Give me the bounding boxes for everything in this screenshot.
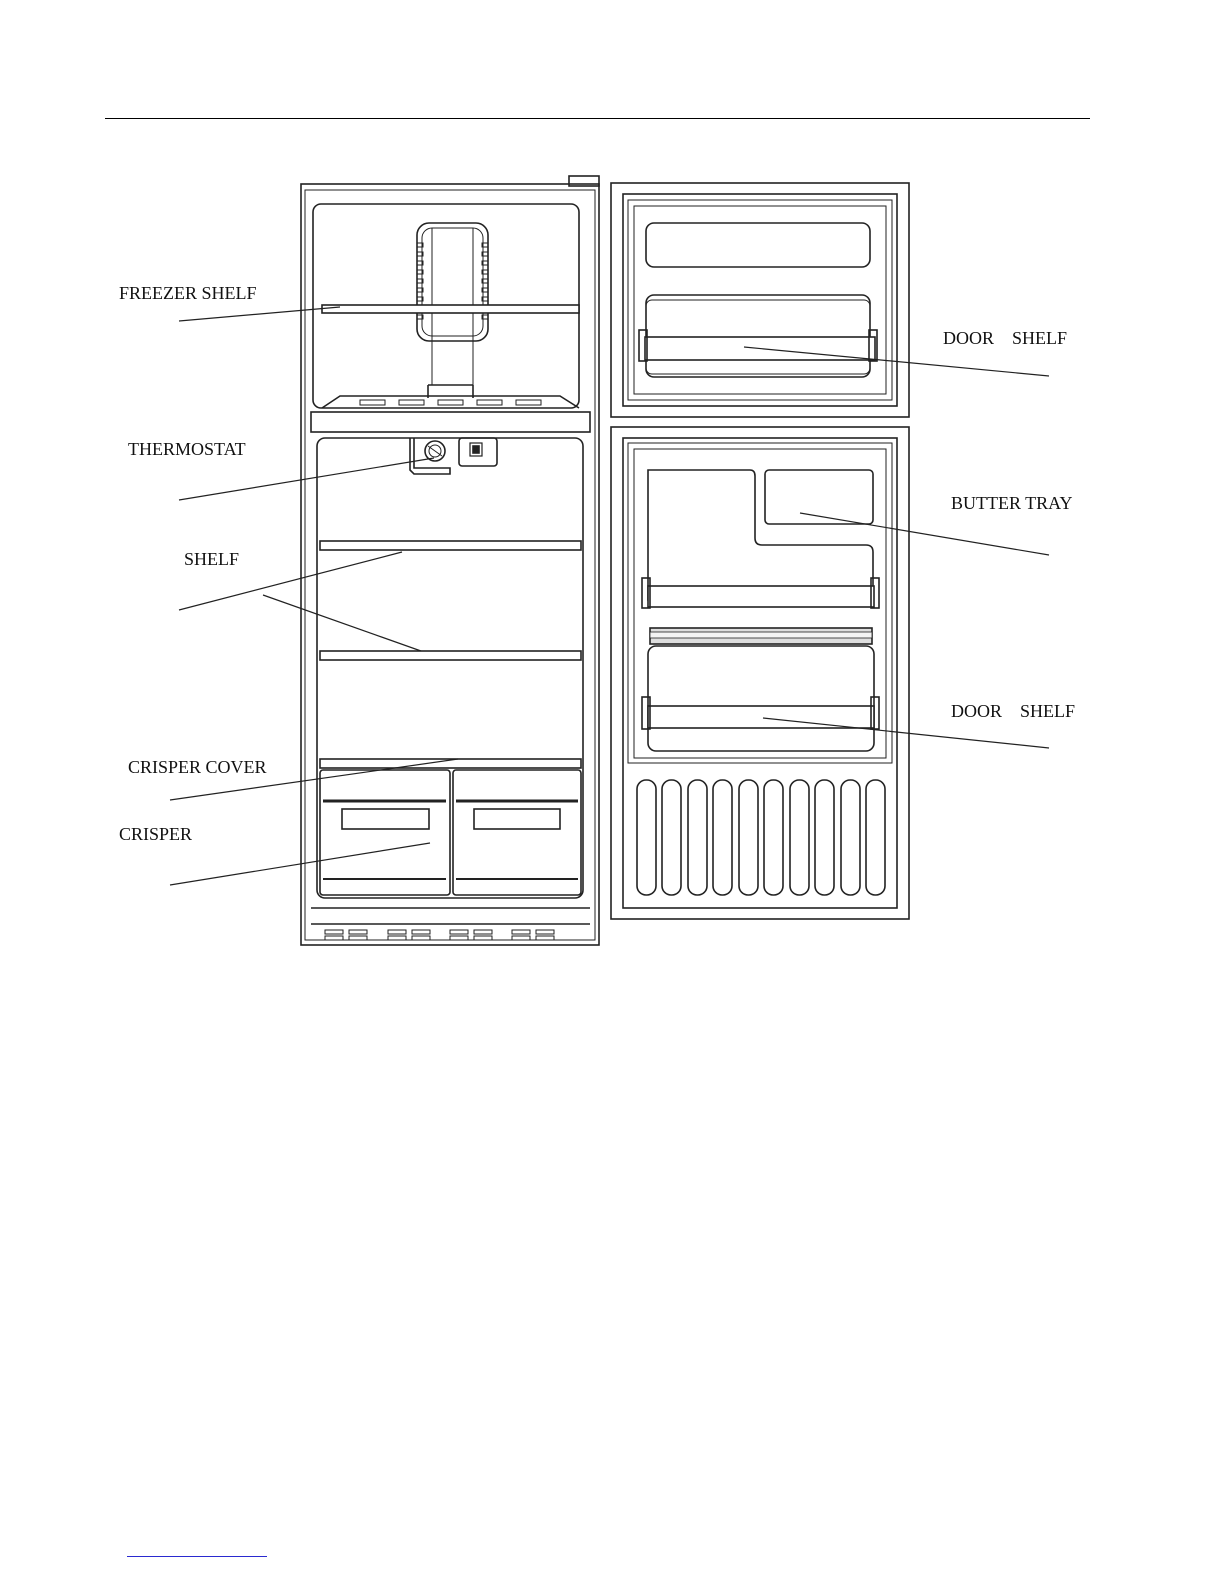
- kickplate: [311, 908, 590, 940]
- fridge-shelf-upper: [320, 541, 581, 550]
- freezer-door: [611, 183, 909, 417]
- crisper-left: [320, 770, 450, 895]
- compartment-divider: [311, 412, 590, 432]
- freezer-shelf: [322, 305, 579, 313]
- freezer-compartment: [313, 204, 579, 408]
- fridge-shelf-lower: [320, 651, 581, 660]
- fresh-food-compartment: [317, 438, 583, 898]
- thermostat-housing: [410, 438, 497, 474]
- fridge-door-shelf: [648, 706, 874, 728]
- freezer-floor-grilles: [360, 400, 541, 405]
- door-ribs: [637, 780, 885, 895]
- leader-lines: [170, 307, 1049, 885]
- crisper-right: [453, 770, 581, 895]
- fridge-door: [611, 427, 909, 919]
